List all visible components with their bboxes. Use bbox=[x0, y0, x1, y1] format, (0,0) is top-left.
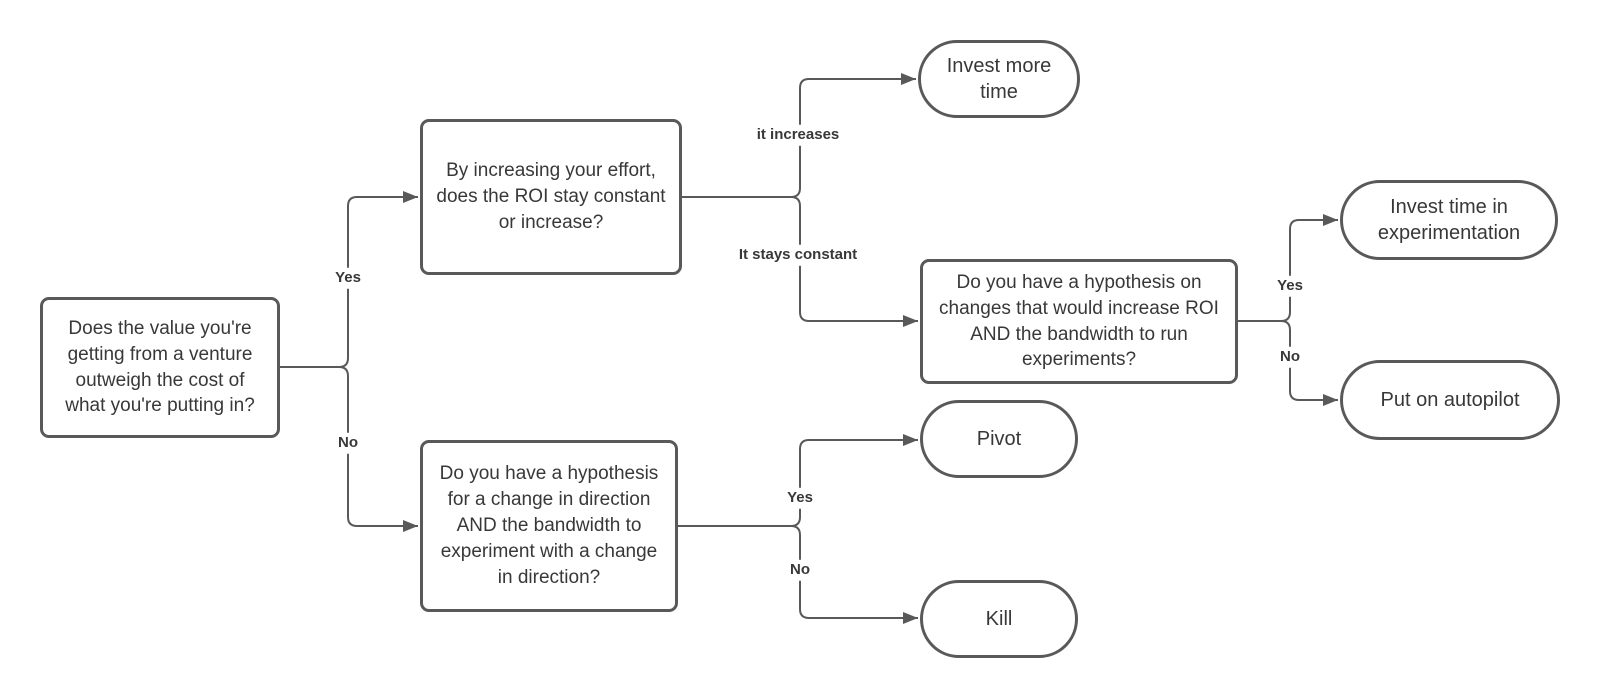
edge-label-hypothesis-roi-yes: Yes bbox=[1272, 275, 1308, 297]
edge-label-value-no: No bbox=[333, 432, 363, 454]
edge-label-hypothesis-roi-no: No bbox=[1275, 346, 1305, 368]
node-q-roi-constant-or-increase[interactable]: By increasing your effort, does the ROI … bbox=[420, 119, 682, 275]
node-label: Invest time in experimentation bbox=[1377, 196, 1521, 244]
edge-hypothesis-roi-yes bbox=[1238, 214, 1338, 322]
edge-change-direction-yes bbox=[678, 434, 918, 527]
node-label: Pivot bbox=[976, 428, 1022, 450]
node-t-kill[interactable]: Kill bbox=[920, 580, 1078, 658]
edge-label-roi-constant: It stays constant bbox=[733, 244, 863, 266]
node-label: Do you have a hypothesis for a change in… bbox=[439, 463, 659, 588]
node-t-invest-more-time[interactable]: Invest more time bbox=[918, 40, 1080, 118]
node-label: Invest more time bbox=[946, 55, 1052, 103]
node-q-hypothesis-increase-roi[interactable]: Do you have a hypothesis on changes that… bbox=[920, 259, 1238, 384]
node-t-invest-experimentation[interactable]: Invest time in experimentation bbox=[1340, 180, 1558, 260]
edge-label-change-direction-no: No bbox=[785, 559, 815, 581]
node-q-hypothesis-change-direction[interactable]: Do you have a hypothesis for a change in… bbox=[420, 440, 678, 612]
node-label: Put on autopilot bbox=[1380, 389, 1520, 411]
edge-label-roi-increases: it increases bbox=[751, 124, 845, 146]
node-q-value-vs-cost[interactable]: Does the value you're getting from a ven… bbox=[40, 297, 280, 438]
node-label: By increasing your effort, does the ROI … bbox=[436, 160, 666, 233]
edge-label-change-direction-yes: Yes bbox=[782, 487, 818, 509]
node-label: Does the value you're getting from a ven… bbox=[65, 317, 255, 417]
edge-label-value-yes: Yes bbox=[330, 267, 366, 289]
node-label: Do you have a hypothesis on changes that… bbox=[939, 271, 1219, 371]
node-t-put-on-autopilot[interactable]: Put on autopilot bbox=[1340, 360, 1560, 440]
node-label: Kill bbox=[985, 608, 1013, 630]
node-t-pivot[interactable]: Pivot bbox=[920, 400, 1078, 478]
